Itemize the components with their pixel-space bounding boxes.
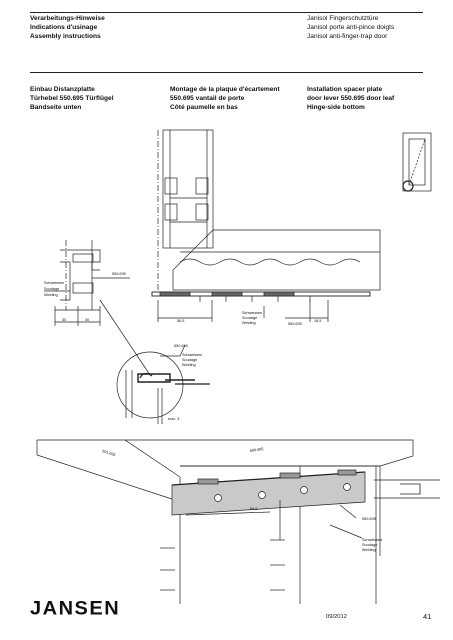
- header-right-en: Janisol anti-finger-trap door: [307, 33, 388, 41]
- header-rule-bottom: [30, 72, 423, 73]
- part-label-detail: 550.695: [174, 344, 188, 348]
- dim-18-5: 18.5: [314, 319, 321, 323]
- part-label-frame: 550.695: [288, 322, 302, 326]
- header-left-en: Assembly instructions: [30, 33, 101, 41]
- part-label-iso: 550.695: [362, 517, 376, 521]
- weld-label-10: Schweissen: [362, 538, 382, 542]
- weld-label-12: Welding: [362, 548, 376, 552]
- header-right: Janisol Fingerschutztüre Janisol porte a…: [307, 14, 394, 42]
- weld-label-5: Soudage: [242, 316, 257, 320]
- dim-56-5: 56.5: [177, 319, 184, 323]
- footer-spacer: [30, 628, 423, 629]
- weld-label-7: Schweissen: [182, 353, 202, 357]
- weld-label-1: Schweissen: [44, 281, 64, 285]
- part-label-profile: 550.695: [112, 272, 126, 276]
- max-3-label: max. 3: [168, 417, 179, 421]
- header-right-fr: Janisol porte anti-pince doigts: [307, 24, 395, 32]
- weld-label-6: Welding: [242, 321, 256, 325]
- header-rule-top: [30, 12, 423, 13]
- dim-606-695: 606.695: [250, 447, 264, 453]
- footer-date: 09/2012: [326, 614, 347, 620]
- weld-label-9: Welding: [182, 363, 196, 367]
- section-title-en: Installation spacer plate door lever 550…: [307, 86, 395, 112]
- weld-label-2: Soudage: [44, 287, 59, 291]
- header-left-fr: Indications d'usinage: [30, 24, 98, 32]
- dim-56-5-iso: 56.5: [250, 507, 257, 511]
- weld-label-3: Welding: [44, 293, 58, 297]
- profile-section-drawing: [44, 240, 151, 376]
- isometric-assembly-drawing: [36, 439, 440, 604]
- frame-profile-drawing: [151, 129, 381, 322]
- jansen-logo: JANSEN: [30, 598, 121, 620]
- section-title-de: Einbau Distanzplatte Türhebel 550.695 Tü…: [30, 86, 114, 112]
- weld-label-8: Soudage: [182, 358, 197, 362]
- dim-30-b: 30: [85, 318, 89, 322]
- dim-30-a: 30: [62, 318, 66, 322]
- header-left-de: Verarbeitungs-Hinweise: [30, 15, 105, 22]
- detail-circle-drawing: [116, 344, 210, 424]
- header-right-de: Janisol Fingerschutztüre: [307, 15, 379, 22]
- weld-label-4: Schweissen: [242, 311, 262, 315]
- header-left: Verarbeitungs-Hinweise Indications d'usi…: [30, 14, 105, 42]
- dim-601-695: 601.695: [102, 449, 116, 457]
- door-pictogram: [402, 132, 432, 192]
- weld-label-11: Soudage: [362, 543, 377, 547]
- page-number: 41: [423, 612, 432, 621]
- section-title-fr: Montage de la plaque d'écartement 550.69…: [170, 86, 280, 112]
